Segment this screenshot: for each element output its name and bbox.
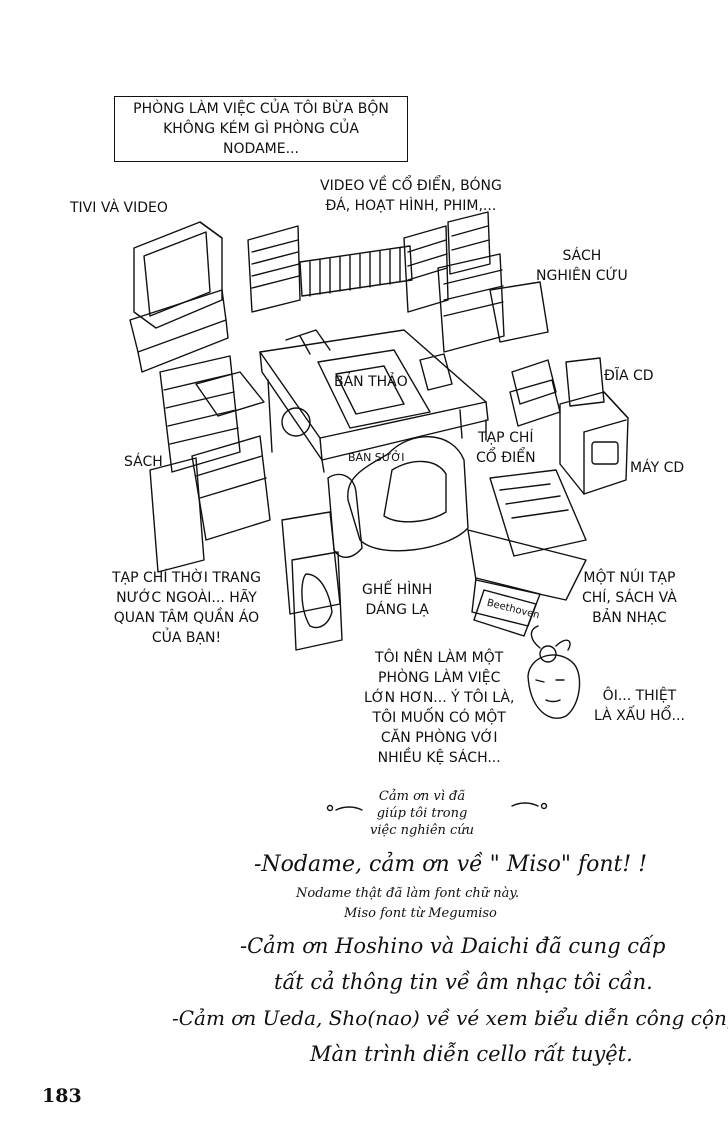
vine-ornament-right bbox=[511, 802, 548, 810]
credits-heading: Cảm ơn vì đã giúp tôi trong việc nghiên … bbox=[370, 789, 475, 838]
label-books: SÁCH bbox=[124, 454, 163, 470]
tv-drawing bbox=[129, 221, 229, 373]
label-videos: VIDEO VỀ CỔ ĐIỂN, BÓNG ĐÁ, HOẠT HÌNH, PH… bbox=[320, 178, 502, 214]
credits-line-1: -Nodame, cảm ơn về " Miso" font! ! bbox=[254, 852, 648, 877]
label-classic-magazine: TẠP CHÍ CỔ ĐIỂN bbox=[476, 430, 536, 466]
author-avatar-drawing bbox=[527, 625, 581, 719]
label-shame: ÔI... THIỆT LÀ XẤU HỔ... bbox=[594, 688, 685, 724]
label-heater-table: BÀN SƯỞI bbox=[348, 451, 405, 464]
label-chair: GHẾ HÌNH DÁNG LẠ bbox=[362, 582, 433, 618]
label-pile: MỘT NÚI TẠP CHÍ, SÁCH VÀ BẢN NHẠC bbox=[582, 570, 677, 626]
credits-line-4: -Cảm ơn Hoshino và Daichi đã cung cấp bbox=[240, 934, 666, 958]
credits-line-2: Nodame thật đã làm font chữ này. bbox=[296, 886, 520, 901]
label-draft: BẢN THẢO bbox=[334, 374, 408, 390]
label-cd-player: MÁY CD bbox=[630, 460, 685, 476]
credits-line-3: Miso font từ Megumiso bbox=[344, 906, 497, 921]
desk-drawing bbox=[259, 329, 489, 473]
credits-line-5: tất cả thông tin về âm nhạc tôi cần. bbox=[274, 970, 653, 994]
label-tv: TIVI VÀ VIDEO bbox=[70, 200, 168, 216]
label-fashion-magazines: TẠP CHÍ THỜI TRANG NƯỚC NGOÀI... HÃY QUA… bbox=[112, 570, 261, 646]
cd-player-drawing bbox=[559, 391, 629, 495]
credits-line-7: Màn trình diễn cello rất tuyệt. bbox=[310, 1042, 633, 1066]
page-number: 183 bbox=[42, 1085, 82, 1107]
vine-ornament-left bbox=[326, 804, 363, 812]
book-row-drawing bbox=[247, 211, 549, 353]
book-stacks-drawing bbox=[149, 355, 271, 573]
magazine-pile-drawing bbox=[467, 469, 587, 637]
label-cd-disc: ĐĨA CD bbox=[604, 368, 654, 384]
credits-line-6: -Cảm ơn Ueda, Sho(nao) về vé xem biểu di… bbox=[172, 1006, 728, 1030]
label-research-books: SÁCH NGHIÊN CỨU bbox=[536, 248, 628, 284]
fashion-magazines-drawing bbox=[281, 511, 343, 651]
cd-stacks-drawing bbox=[509, 357, 605, 427]
label-wish: TÔI NÊN LÀM MỘT PHÒNG LÀM VIỆC LỚN HƠN..… bbox=[364, 650, 515, 766]
intro-caption: PHÒNG LÀM VIỆC CỦA TÔI BỪA BỘN KHÔNG KÉM… bbox=[114, 96, 408, 162]
